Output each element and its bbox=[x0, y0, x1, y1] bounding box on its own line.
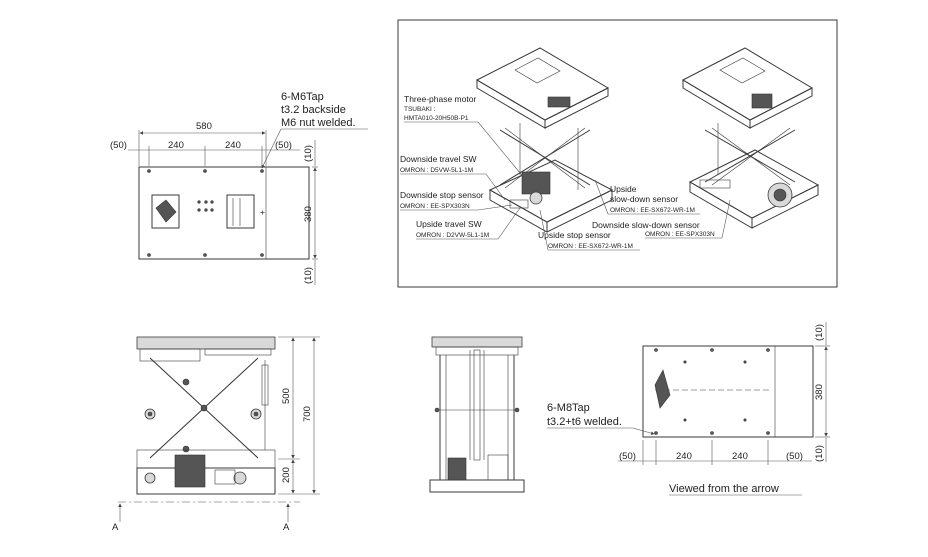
top-tap-note-2: t3.2 backside bbox=[281, 104, 346, 116]
dim-bottom-10-b: (10) bbox=[814, 445, 825, 462]
label-motor-title: Three-phase motor bbox=[404, 94, 476, 104]
dim-top-240-b: 240 bbox=[225, 140, 241, 151]
top-view-opening-left bbox=[151, 194, 180, 229]
top-view-opening-right bbox=[226, 194, 255, 229]
label-downside-stop-sensor-model: OMRON : EE-SPX303N bbox=[400, 203, 470, 210]
label-downside-travel-sw: Downside travel SW bbox=[400, 154, 477, 164]
front-base bbox=[136, 467, 276, 495]
dim-top-10-b: (10) bbox=[303, 267, 314, 284]
iso-lift-left bbox=[475, 47, 614, 233]
dim-top-10-a: (10) bbox=[303, 145, 314, 162]
dim-top-right-50: (50) bbox=[275, 140, 292, 151]
iso-lift-right bbox=[681, 47, 820, 229]
isometric-views: Three-phase motor TSUBAKI : HMTA010-20H5… bbox=[397, 19, 838, 288]
bottom-view-holes bbox=[654, 348, 770, 435]
dim-front-200: 200 bbox=[281, 467, 292, 483]
dim-bottom-380: 380 bbox=[814, 384, 825, 400]
label-downside-slowdown: Downside slow-down sensor bbox=[592, 220, 700, 230]
label-upside-slowdown-1: Upside bbox=[610, 184, 637, 194]
label-upside-stop-sensor: Upside stop sensor bbox=[538, 230, 611, 240]
label-motor-model: HMTA010-20H50B-P1 bbox=[404, 115, 469, 122]
label-motor-maker: TSUBAKI : bbox=[404, 106, 436, 113]
bottom-view-motor bbox=[654, 369, 671, 409]
dim-top-240-a: 240 bbox=[168, 140, 184, 151]
label-downside-travel-sw-model: OMRON : D5VW-5L1-1M bbox=[400, 167, 473, 174]
top-tap-note-3: M6 nut welded. bbox=[281, 117, 356, 129]
bottom-tap-note-1: 6-M8Tap bbox=[547, 402, 590, 414]
bottom-view: (50) 240 240 (50) 380 (10) (10) 6-M8Tap … bbox=[547, 322, 830, 496]
bottom-view-caption: Viewed from the arrow bbox=[669, 483, 779, 495]
top-view-motor-glimpse bbox=[155, 199, 177, 223]
dim-bottom-right-50: (50) bbox=[786, 451, 803, 462]
label-upside-travel-sw: Upside travel SW bbox=[416, 219, 482, 229]
top-view: + 580 (50) 240 240 (50) 380 (10) (10) 6-… bbox=[110, 91, 368, 285]
front-view: 500 700 200 A A bbox=[112, 336, 320, 533]
label-downside-slowdown-model: OMRON : EE-SPX303N bbox=[645, 231, 715, 238]
dim-top-left-50: (50) bbox=[110, 140, 127, 151]
top-tap-note-1: 6-M6Tap bbox=[281, 91, 324, 103]
front-lower-frame bbox=[136, 449, 276, 469]
dim-front-500: 500 bbox=[281, 388, 292, 404]
isometric-frame bbox=[397, 19, 838, 288]
dim-bottom-240-b: 240 bbox=[732, 451, 748, 462]
bottom-view-plate bbox=[642, 345, 814, 438]
dim-bottom-left-50: (50) bbox=[619, 451, 636, 462]
label-upside-slowdown-model: OMRON : EE-SX672-WR-1M bbox=[610, 207, 695, 214]
dim-front-700: 700 bbox=[302, 406, 313, 422]
top-view-plate-edge bbox=[265, 166, 310, 260]
dim-overall-580: 580 bbox=[196, 121, 212, 132]
label-upside-travel-sw-model: OMRON : D2VW-5L1-1M bbox=[416, 232, 489, 239]
label-upside-slowdown-2: slow-down sensor bbox=[610, 194, 678, 204]
svg-text:+: + bbox=[260, 207, 265, 217]
bottom-tap-note-2: t3.2+t6 welded. bbox=[547, 416, 622, 428]
section-marker-a-left: A bbox=[112, 522, 119, 533]
dim-bottom-240-a: 240 bbox=[676, 451, 692, 462]
front-top-plate bbox=[136, 336, 276, 350]
label-downside-stop-sensor: Downside stop sensor bbox=[400, 190, 484, 200]
top-view-holes bbox=[147, 169, 264, 257]
side-view bbox=[429, 336, 525, 493]
dim-top-380: 380 bbox=[303, 206, 314, 222]
label-upside-stop-sensor-model: OMRON : EE-SX672-WR-1M bbox=[548, 243, 633, 250]
section-marker-a-right: A bbox=[283, 522, 290, 533]
dim-bottom-10-a: (10) bbox=[814, 324, 825, 341]
